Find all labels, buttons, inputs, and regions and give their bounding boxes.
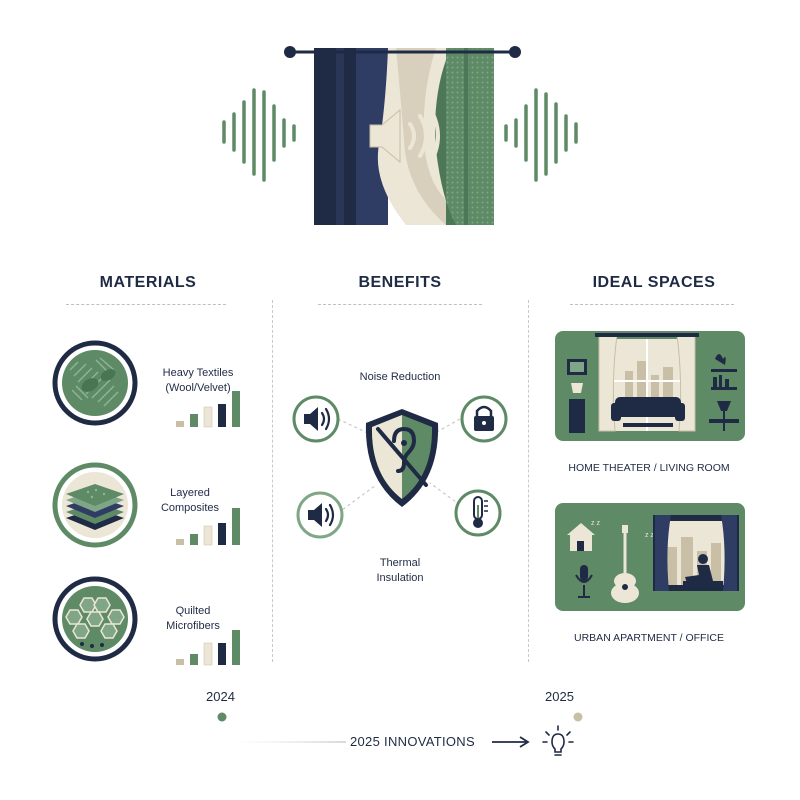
layered-composites-icon bbox=[52, 462, 138, 548]
quilted-microfibers-line2: Microfibers bbox=[166, 620, 220, 632]
materials-underline bbox=[66, 304, 226, 305]
heavy-textiles-line2: (Wool/Velvet) bbox=[165, 382, 231, 394]
layered-composites-label: Layered Composites bbox=[150, 486, 230, 516]
left-sound-wave-icon bbox=[222, 88, 296, 182]
sofa-icon bbox=[611, 397, 685, 421]
right-sound-wave-icon bbox=[504, 88, 578, 182]
benefits-network bbox=[292, 395, 508, 539]
speaker-benefit-icon bbox=[292, 395, 340, 443]
layered-composites-line2: Composites bbox=[160, 502, 220, 514]
materials-heading: MATERIALS bbox=[99, 274, 197, 291]
speaker-muted-icon bbox=[296, 491, 344, 539]
curtain-rod-icon bbox=[284, 46, 521, 58]
lightbulb-icon bbox=[542, 725, 574, 756]
guitar-icon bbox=[611, 525, 639, 603]
thermometer-icon bbox=[454, 489, 502, 537]
home-theater-illustration bbox=[555, 331, 745, 441]
timeline-end-dot bbox=[573, 712, 583, 722]
layered-composites-line1: Layered bbox=[170, 487, 210, 499]
curtain-icon bbox=[314, 48, 494, 225]
svg-text:z z: z z bbox=[645, 532, 654, 539]
innovations-fade-line bbox=[236, 741, 346, 743]
heavy-textiles-line1: Heavy Textiles bbox=[162, 367, 234, 379]
speaker-icon bbox=[369, 106, 440, 166]
timeline-start-dot bbox=[217, 712, 227, 722]
thermal-line2: Insulation bbox=[376, 572, 424, 584]
ideal-spaces-heading: IDEAL SPACES bbox=[592, 274, 716, 291]
person-reading-icon bbox=[683, 554, 723, 585]
urban-apartment-caption: URBAN APARTMENT / OFFICE bbox=[574, 632, 724, 644]
lock-icon bbox=[460, 395, 508, 443]
quilted-microfibers-bar-icon bbox=[176, 630, 240, 666]
microphone-icon bbox=[575, 565, 593, 598]
urban-apartment-illustration: z z z z bbox=[555, 503, 745, 611]
thermal-insulation-label: Thermal Insulation bbox=[340, 556, 460, 586]
thermal-line1: Thermal bbox=[379, 557, 421, 569]
heavy-textiles-icon bbox=[52, 340, 138, 426]
timeline-bar bbox=[217, 712, 583, 722]
timeline-start-year: 2024 bbox=[206, 689, 235, 704]
innovations-label: 2025 INNOVATIONS bbox=[350, 734, 475, 749]
benefits-underline bbox=[318, 304, 482, 305]
home-theater-caption: HOME THEATER / LIVING ROOM bbox=[568, 462, 730, 474]
house-icon bbox=[567, 523, 595, 551]
quilted-microfibers-line1: Quilted bbox=[175, 605, 211, 617]
benefits-heading: BENEFITS bbox=[358, 274, 442, 291]
noise-reduction-label: Noise Reduction bbox=[359, 371, 441, 383]
column-divider-left bbox=[272, 300, 273, 662]
svg-text:z z: z z bbox=[591, 520, 600, 527]
layered-composites-bar-icon bbox=[176, 508, 240, 546]
quilted-microfibers-label: Quilted Microfibers bbox=[158, 604, 228, 634]
quilted-microfibers-icon bbox=[52, 576, 138, 662]
ideal-spaces-underline bbox=[570, 304, 734, 305]
arrow-right-icon bbox=[492, 736, 530, 748]
curtain-hero-illustration bbox=[222, 46, 578, 225]
heavy-textiles-bar-icon bbox=[176, 391, 240, 428]
timeline-end-year: 2025 bbox=[545, 689, 574, 704]
column-divider-right bbox=[528, 300, 529, 662]
shield-no-hearing-icon bbox=[365, 409, 439, 507]
heavy-textiles-label: Heavy Textiles (Wool/Velvet) bbox=[148, 366, 248, 396]
